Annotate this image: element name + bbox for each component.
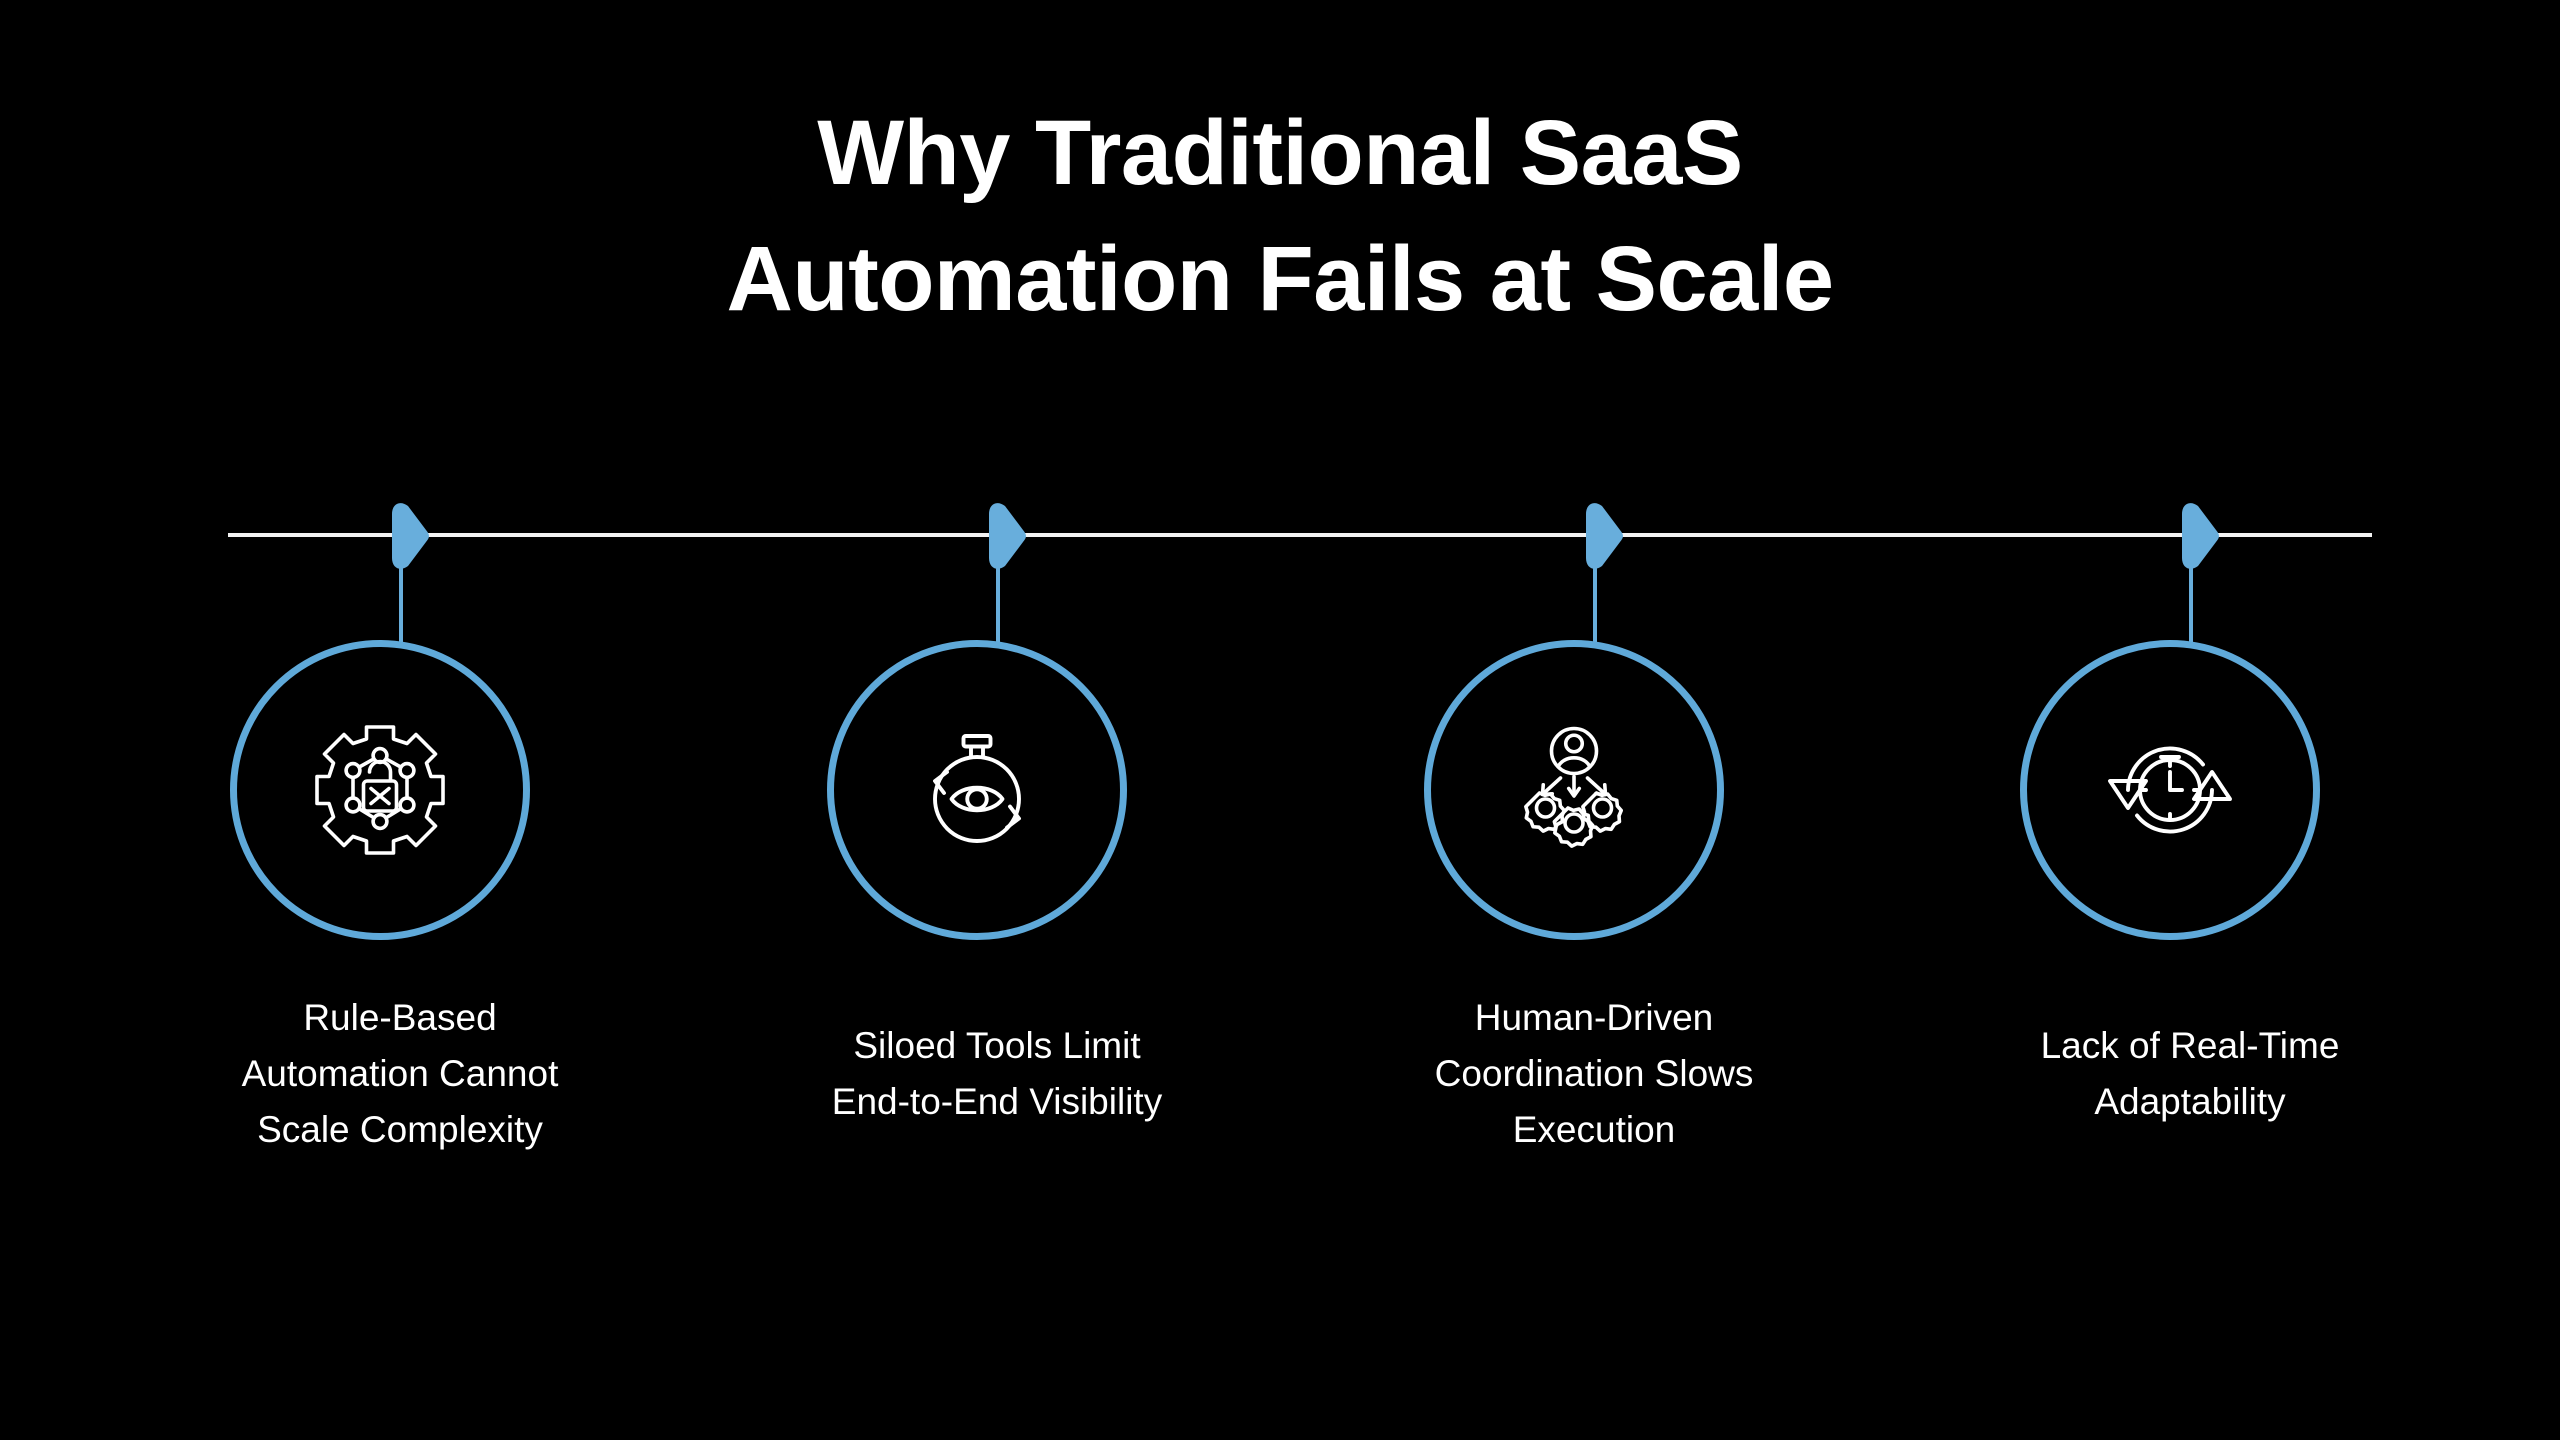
page-title: Why Traditional SaaS Automation Fails at… [0,90,2560,342]
caption-line: Scale Complexity [257,1109,543,1150]
caption-line: End-to-End Visibility [831,1081,1163,1122]
caption-line: Lack of Real-Time [2040,1025,2340,1066]
timeline-stem-3 [1593,556,1597,642]
timeline-marker-icon-1[interactable] [386,500,430,572]
caption-line: Adaptability [2094,1081,2286,1122]
caption-line: Rule-Based [303,997,497,1038]
node-caption-1: Rule-Based Automation Cannot Scale Compl… [140,990,660,1158]
timeline-node-4[interactable]: Lack of Real-Time Adaptability [1930,0,2450,1440]
timeline-axis [228,533,2372,537]
caption-line: Siloed Tools Limit [853,1025,1141,1066]
icon-circle-3[interactable] [1424,640,1724,940]
icon-circle-4[interactable] [2020,640,2320,940]
caption-line: Automation Cannot [241,1053,559,1094]
timeline-stem-1 [399,556,403,642]
caption-line: Coordination Slows [1434,1053,1754,1094]
timeline-marker-icon-3[interactable] [1580,500,1624,572]
gear-network-lock-x-icon [305,715,455,865]
clock-refresh-cycle-icon [2095,715,2245,865]
stopwatch-eye-refresh-icon [902,715,1052,865]
caption-line: Execution [1512,1109,1676,1150]
icon-circle-2[interactable] [827,640,1127,940]
node-caption-4: Lack of Real-Time Adaptability [1930,1018,2450,1130]
title-line-1: Why Traditional SaaS [817,102,1743,204]
timeline-node-1[interactable]: Rule-Based Automation Cannot Scale Compl… [140,0,660,1440]
node-caption-2: Siloed Tools Limit End-to-End Visibility [737,1018,1257,1130]
timeline-stem-4 [2189,556,2193,642]
timeline-marker-icon-2[interactable] [983,500,1027,572]
node-caption-3: Human-Driven Coordination Slows Executio… [1334,990,1854,1158]
timeline-stem-2 [996,556,1000,642]
timeline-node-3[interactable]: Human-Driven Coordination Slows Executio… [1334,0,1854,1440]
timeline-node-2[interactable]: Siloed Tools Limit End-to-End Visibility [737,0,1257,1440]
person-to-gears-arrows-icon [1499,715,1649,865]
title-line-2: Automation Fails at Scale [726,228,1834,330]
caption-line: Human-Driven [1474,997,1714,1038]
icon-circle-1[interactable] [230,640,530,940]
timeline-marker-icon-4[interactable] [2176,500,2220,572]
